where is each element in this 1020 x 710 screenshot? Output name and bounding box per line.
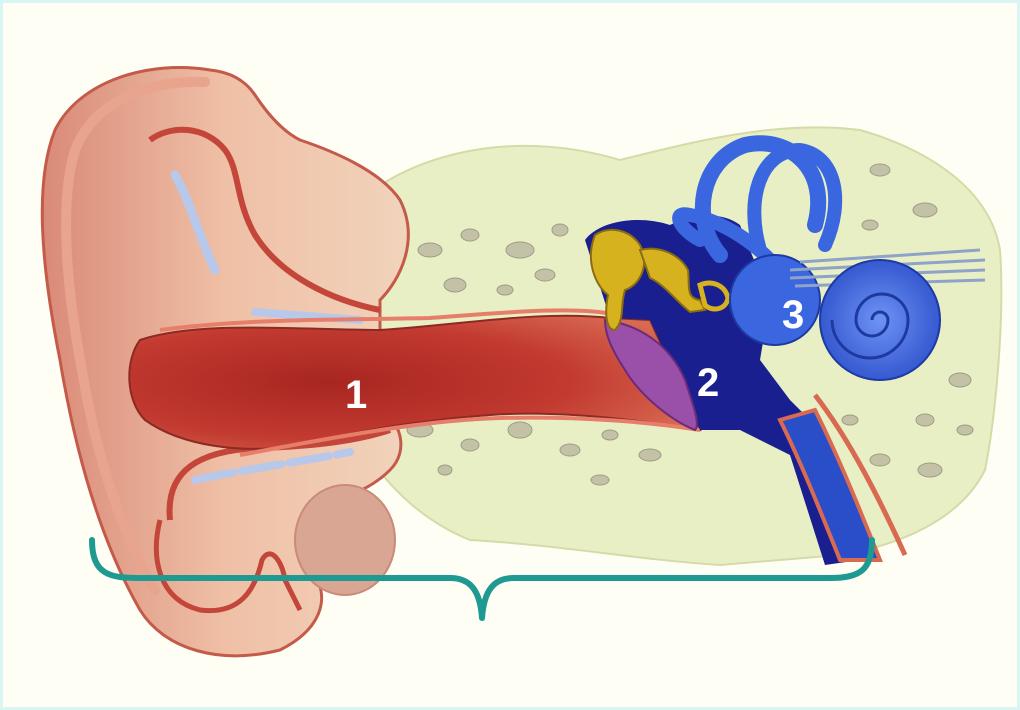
label-middle-ear: 2 (697, 361, 719, 405)
label-inner-ear: 3 (782, 293, 804, 337)
cochlea (820, 260, 940, 380)
label-outer-ear: 1 (345, 373, 367, 417)
